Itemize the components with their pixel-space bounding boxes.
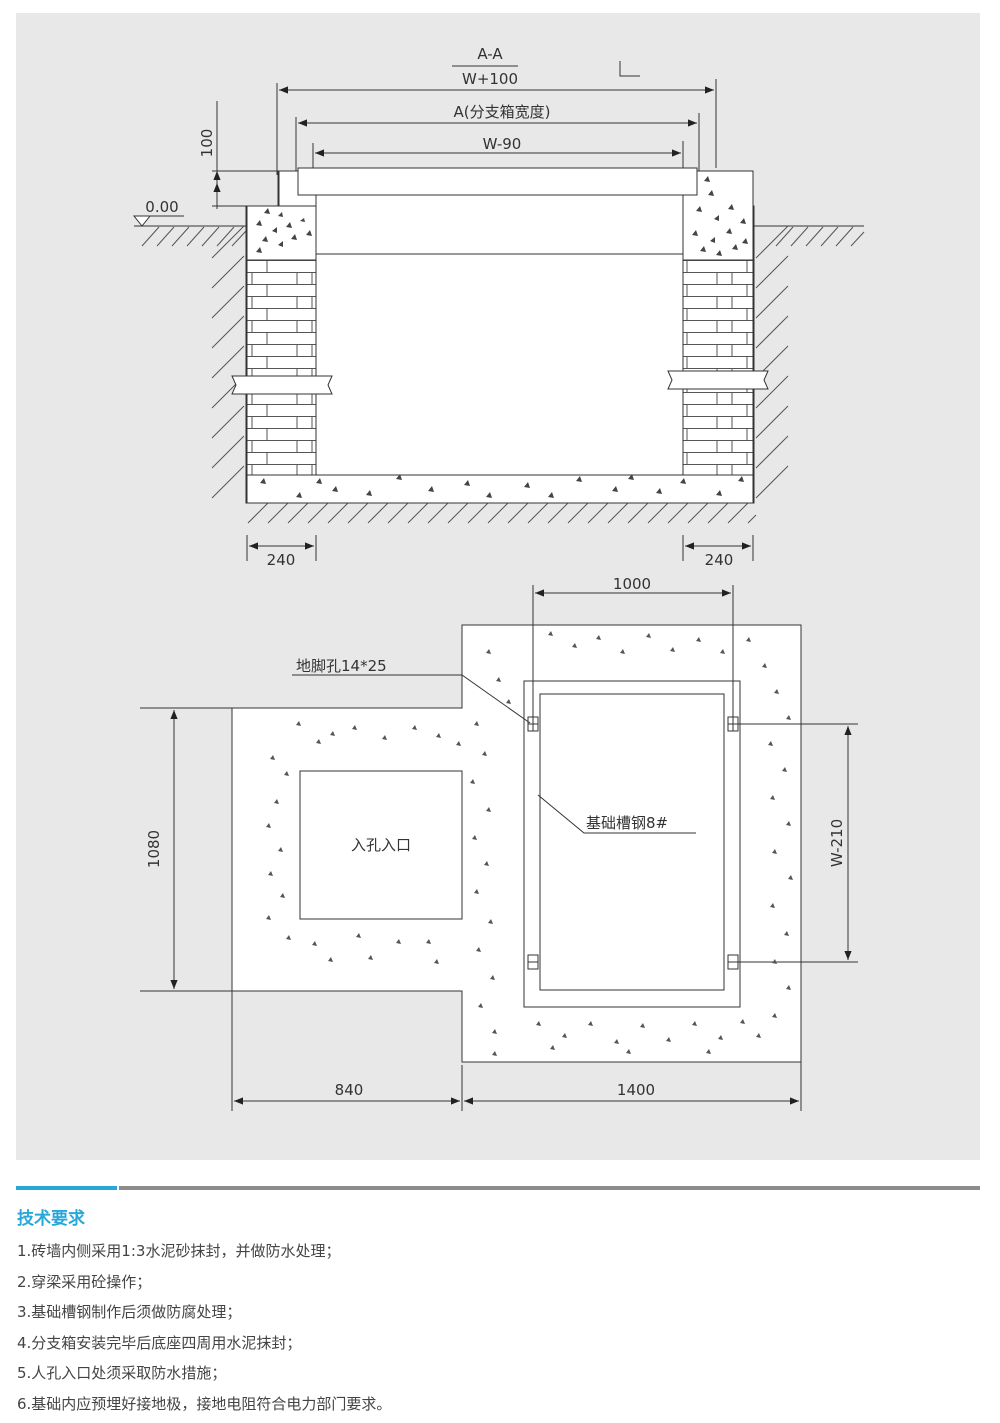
section-view <box>132 61 865 561</box>
channel-steel-label: 基础槽钢8# <box>586 814 668 832</box>
manhole-opening <box>299 770 463 920</box>
plan-view <box>140 585 858 1111</box>
requirement-item: 6.基础内应预埋好接地极，接地电阻符合电力部门要求。 <box>17 1394 392 1413</box>
section-mark <box>619 61 640 77</box>
dim-w210-label: W-210 <box>828 819 846 867</box>
dim-w100-label: W+100 <box>462 70 518 88</box>
dim-a-label: A(分支箱宽度) <box>454 103 551 121</box>
technical-drawing: A-A W+100 A(分支箱宽度) W-90 100 0.00 240 240 <box>132 45 865 1111</box>
left-pipe-sleeve <box>231 375 333 395</box>
requirements-title: 技术要求 <box>17 1209 85 1229</box>
wall-right-label: 240 <box>705 551 734 569</box>
requirement-item: 4.分支箱安装完毕后底座四周用水泥抹封； <box>17 1333 302 1352</box>
left-brick-wall <box>246 259 317 476</box>
section-title: A-A <box>477 45 503 63</box>
drawing-panel: A-A W+100 A(分支箱宽度) W-90 100 0.00 240 240 <box>16 13 980 1160</box>
concrete-aggregate <box>256 176 748 498</box>
ground-hatch <box>141 225 865 524</box>
anchor-hole-label: 地脚孔14*25 <box>296 657 387 675</box>
divider-accent <box>16 1186 117 1190</box>
right-brick-wall <box>682 259 754 476</box>
wall-left-label: 240 <box>267 551 296 569</box>
dim-w90-label: W-90 <box>483 135 522 153</box>
right-pipe-sleeve <box>667 370 769 390</box>
leader-channel-steel <box>537 794 696 834</box>
requirement-item: 2.穿梁采用砼操作； <box>17 1272 152 1291</box>
dim-1400-label: 1400 <box>617 1081 655 1099</box>
requirement-item: 5.人孔入口处须采取防水措施； <box>17 1364 227 1382</box>
base-slab <box>246 474 754 504</box>
plan-aggregate <box>266 631 793 1056</box>
requirements-list: 1.砖墙内侧采用1:3水泥砂抹封，并做防水处理； 2.穿梁采用砼操作； 3.基础… <box>17 1236 391 1419</box>
ground-level-label: 0.00 <box>145 198 178 216</box>
cover-slab <box>297 167 698 196</box>
dim-1080-label: 1080 <box>145 830 163 868</box>
leader-anchor-hole <box>292 674 531 724</box>
dim-100-label: 100 <box>198 129 216 158</box>
requirement-item: 3.基础槽钢制作后须做防腐处理； <box>17 1303 242 1321</box>
pit-outline <box>245 170 755 504</box>
dim-1000-label: 1000 <box>613 575 651 593</box>
dim-840-label: 840 <box>335 1081 364 1099</box>
divider-line <box>119 1186 980 1190</box>
requirement-item: 1.砖墙内侧采用1:3水泥砂抹封，并做防水处理； <box>17 1242 341 1260</box>
manhole-label: 入孔入口 <box>351 836 411 854</box>
